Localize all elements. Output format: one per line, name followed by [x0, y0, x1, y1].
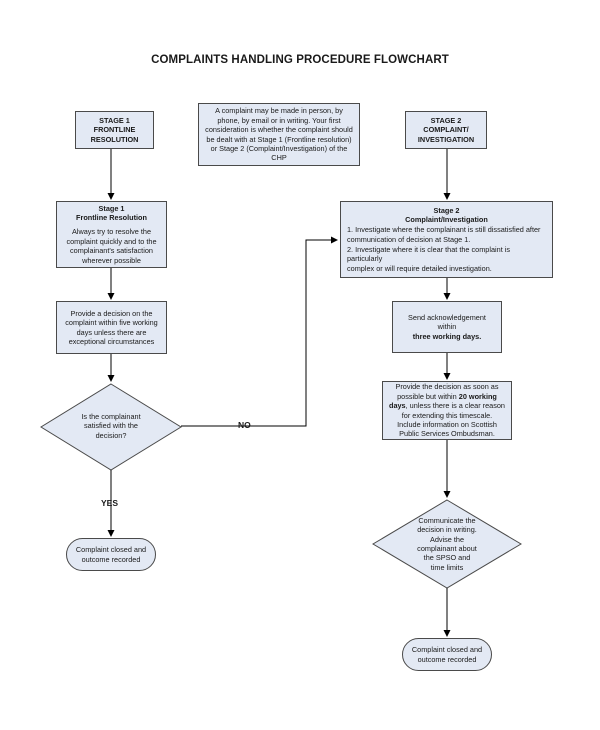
- acknowledgement-box: Send acknowledgement within three workin…: [392, 301, 502, 353]
- s2-decision-line2a: possible but within: [397, 391, 459, 401]
- closed-right-terminator: Complaint closed and outcome recorded: [402, 638, 492, 671]
- satisfied-line2: satisfied with the: [84, 421, 138, 431]
- satisfied-diamond: Is the complainant satisfied with the de…: [61, 404, 161, 448]
- satisfied-line3: decision?: [95, 430, 127, 440]
- s2-decision-line5: Include information on Scottish: [397, 419, 497, 429]
- ack-line1: Send acknowledgement within: [408, 312, 486, 332]
- stage2-decision-box: Provide the decision as soon as possible…: [382, 381, 512, 440]
- stage2-detail-box: Stage 2 Complaint/Investigation 1. Inves…: [340, 201, 553, 278]
- stage1-detail-line3: complainant's satisfaction: [70, 246, 153, 256]
- s2-decision-line4: for extending this timescale.: [401, 410, 493, 420]
- communicate-line2: decision in writing.: [417, 525, 477, 535]
- stage2-p1-line2: communication of decision at Stage 1.: [347, 234, 471, 244]
- closed-left-terminator: Complaint closed and outcome recorded: [66, 538, 156, 571]
- stage1-header-line2: FRONTLINE: [93, 125, 136, 135]
- intro-line3: consideration is whether the complaint s…: [205, 125, 353, 135]
- intro-line5: or Stage 2 (Complaint/Investigation) of …: [210, 143, 348, 153]
- stage2-detail-title2: Complaint/Investigation: [405, 215, 488, 225]
- intro-line6: CHP: [271, 153, 287, 163]
- closed-left-line1: Complaint closed and: [75, 544, 147, 554]
- satisfied-line1: Is the complainant: [81, 411, 141, 421]
- arrow-diamond-no: [181, 236, 338, 427]
- stage1-detail-line4: wherever possible: [82, 255, 141, 265]
- communicate-line6: time limits: [430, 562, 464, 572]
- stage2-detail-title1: Stage 2: [433, 206, 460, 215]
- ack-line2: three working days.: [412, 331, 482, 341]
- stage1-decision-line4: exceptional circumstances: [68, 336, 155, 346]
- s2-decision-line3b: , unless there is a clear reason: [405, 401, 505, 411]
- communicate-diamond: Communicate the decision in writing. Adv…: [397, 514, 497, 574]
- closed-right-line2: outcome recorded: [417, 654, 477, 664]
- stage2-p1-line1: 1. Investigate where the complainant is …: [347, 225, 541, 235]
- stage1-detail-line1: Always try to resolve the: [71, 227, 152, 237]
- s2-decision-line2b: 20 working: [458, 391, 497, 401]
- no-label: NO: [238, 420, 251, 430]
- closed-right-line1: Complaint closed and: [411, 644, 483, 654]
- intro-line1: A complaint may be made in person, by: [215, 106, 343, 116]
- intro-line4: be dealt with at Stage 1 (Frontline reso…: [206, 134, 352, 144]
- stage1-decision-line1: Provide a decision on the: [70, 308, 153, 318]
- stage1-decision-line3: days unless there are: [76, 327, 147, 337]
- communicate-line3: Advise the: [429, 534, 465, 544]
- stage1-header-line1: STAGE 1: [99, 115, 130, 125]
- stage2-p2-line2: complex or will require detailed investi…: [347, 263, 492, 273]
- page-title: COMPLAINTS HANDLING PROCEDURE FLOWCHART: [151, 54, 449, 66]
- stage1-detail-title1: Stage 1: [98, 204, 125, 213]
- communicate-line5: the SPSO and: [423, 553, 471, 563]
- yes-label: YES: [101, 498, 119, 508]
- stage1-detail-line2: complaint quickly and to the: [66, 236, 157, 246]
- stage1-header-line3: RESOLUTION: [90, 134, 139, 144]
- communicate-line1: Communicate the: [418, 515, 476, 525]
- intro-box: A complaint may be made in person, by ph…: [198, 103, 360, 166]
- stage1-decision-line2: complaint within five working: [65, 318, 158, 328]
- stage2-p2-line1: 2. Investigate where it is clear that th…: [347, 244, 511, 264]
- stage1-header-box: STAGE 1 FRONTLINE RESOLUTION: [75, 111, 154, 149]
- stage1-detail-box: Stage 1 Frontline Resolution Always try …: [56, 201, 167, 268]
- stage2-header-box: STAGE 2 COMPLAINT/ INVESTIGATION: [405, 111, 487, 149]
- s2-decision-line6: Public Services Ombudsman.: [399, 429, 495, 439]
- stage1-detail-title2: Frontline Resolution: [76, 213, 147, 223]
- stage1-decision-box: Provide a decision on the complaint with…: [56, 301, 167, 354]
- communicate-line4: complainant about: [417, 544, 477, 553]
- intro-line2: phone, by email or in writing. Your firs…: [217, 115, 341, 125]
- stage2-header-line3: INVESTIGATION: [417, 134, 475, 144]
- stage2-header-line1: STAGE 2: [430, 115, 462, 125]
- s2-decision-line3a: days: [388, 401, 406, 411]
- s2-decision-line1: Provide the decision as soon as: [395, 382, 499, 392]
- stage2-header-line2: COMPLAINT/: [423, 125, 469, 135]
- closed-left-line2: outcome recorded: [81, 554, 141, 564]
